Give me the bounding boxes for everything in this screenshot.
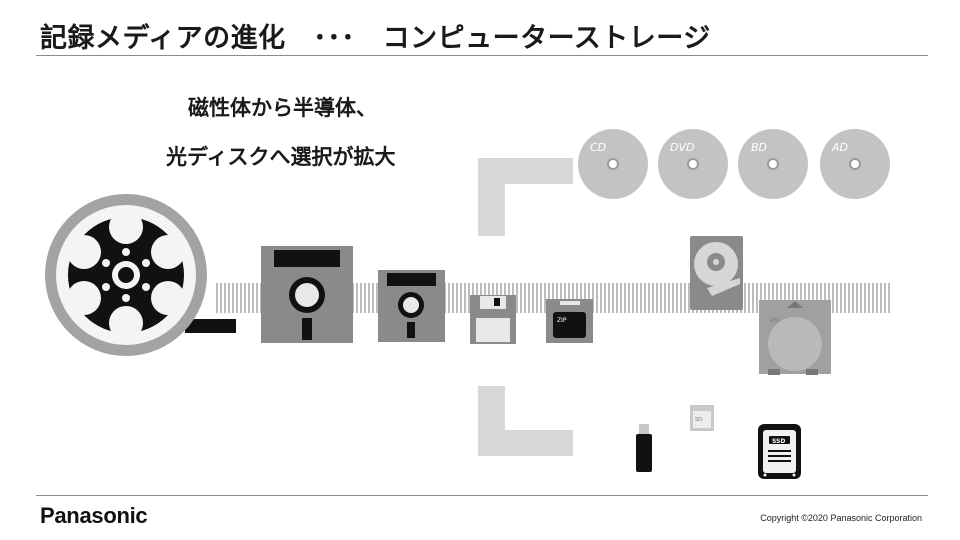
copyright-text: Copyright ©2020 Panasonic Corporation: [760, 513, 922, 523]
lto-tape-icon: LTO: [759, 300, 831, 375]
sd-label: SD: [695, 417, 702, 423]
cd-disc-icon: CD: [578, 129, 648, 199]
page-title: 記録メディアの進化 ･･･ コンピューターストレージ: [40, 23, 711, 54]
title-divider: [36, 55, 928, 56]
ssd-icon: SSD: [758, 424, 801, 479]
ad-label: AD: [831, 141, 848, 154]
bd-disc-icon: BD: [738, 129, 808, 199]
usb-memory-icon: [636, 424, 652, 472]
floppy-5inch-icon: [378, 270, 445, 342]
lto-label: LTO: [770, 318, 779, 324]
cd-label: CD: [590, 141, 606, 154]
ssd-label: SSD: [772, 438, 785, 445]
dvd-disc-icon: DVD: [658, 129, 728, 199]
hard-disk-icon: [690, 236, 743, 310]
subtitle-line-1: 磁性体から半導体、: [188, 96, 377, 120]
lower-branch-connector: [478, 386, 573, 456]
upper-branch-connector: [478, 158, 573, 236]
film-reel-icon: [45, 194, 236, 356]
bd-label: BD: [751, 141, 767, 154]
zip-disk-icon: ZIP: [546, 299, 593, 343]
subtitle-line-2: 光ディスクへ選択が拡大: [166, 145, 396, 169]
footer-divider: [36, 495, 928, 496]
ad-disc-icon: AD: [820, 129, 890, 199]
panasonic-logo: Panasonic: [40, 503, 148, 528]
dvd-label: DVD: [670, 141, 694, 154]
sd-card-icon: SD: [690, 405, 714, 431]
zip-label: ZIP: [557, 317, 567, 324]
floppy-8inch-icon: [261, 246, 353, 343]
floppy-3inch-icon: [470, 295, 516, 344]
